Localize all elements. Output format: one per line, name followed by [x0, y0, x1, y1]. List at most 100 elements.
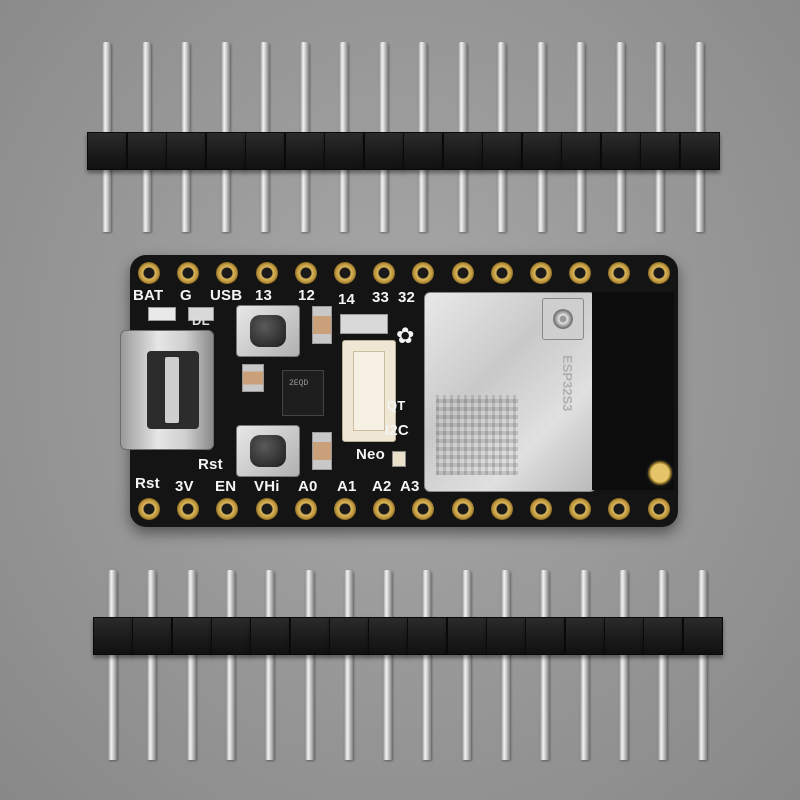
gpio-pad [490, 498, 513, 520]
header-plastic-spacer [486, 617, 526, 655]
gpio-pad [177, 262, 200, 284]
header-plastic-spacer [368, 617, 409, 655]
header-plastic-spacer [482, 132, 522, 170]
antenna-area [592, 292, 674, 490]
stemma-qt-connector [342, 340, 396, 442]
header-plastic-spacer [166, 132, 206, 170]
label-33: 33 [372, 289, 390, 306]
gpio-pad [412, 498, 435, 520]
label-14: 14 [338, 291, 356, 308]
label-dl: DL [192, 313, 210, 328]
gpio-pad [490, 262, 513, 284]
header-plastic-spacer [525, 617, 566, 655]
regulator-chip: 2EQD [282, 370, 324, 416]
label-usb: USB [210, 287, 243, 304]
header-pin [186, 570, 196, 760]
header-plastic-spacer [403, 132, 443, 170]
label-a0: A0 [298, 478, 318, 495]
gpio-pad [451, 262, 474, 284]
header-plastic-spacer [407, 617, 448, 655]
header-plastic-spacer [561, 132, 601, 170]
header-pin [618, 570, 628, 760]
gpio-pad [412, 262, 435, 284]
gpio-pad [255, 262, 278, 284]
capacitor [242, 364, 264, 392]
header-plastic-spacer [87, 132, 127, 170]
gpio-pad [294, 262, 317, 284]
gpio-pad [216, 498, 239, 520]
header-plastic-spacer [245, 132, 285, 170]
capacitor [312, 306, 332, 344]
micro-usb-port [120, 330, 214, 450]
label-qt: QT [387, 398, 406, 413]
gpio-pad [530, 498, 552, 520]
gpio-pad [138, 262, 160, 284]
header-pin [697, 570, 707, 760]
label-neo: Neo [356, 446, 385, 463]
gpio-pad [177, 498, 200, 520]
header-plastic-spacer [363, 132, 404, 170]
header-plastic-spacer [603, 617, 644, 655]
header-pin [383, 570, 393, 760]
header-plastic-spacer [446, 617, 487, 655]
header-plastic-spacer [564, 617, 605, 655]
header-pin [225, 570, 235, 760]
ic-marking: 2EQD [289, 379, 309, 388]
header-pin [540, 570, 550, 760]
tactile-button-top [236, 305, 300, 357]
label-vhi: VHi [254, 478, 280, 495]
gpio-pad [608, 498, 631, 520]
label-i2c: I2C [385, 422, 409, 439]
label-g: G [180, 287, 192, 304]
gpio-pad [216, 262, 239, 284]
gpio-pad [294, 498, 317, 520]
header-plastic-spacer [324, 132, 364, 170]
label-3v: 3V [175, 478, 194, 495]
gpio-pad [138, 498, 160, 520]
header-plastic-spacer [521, 132, 562, 170]
header-plastic-spacer [640, 132, 680, 170]
gpio-pad [373, 262, 396, 284]
label-rst: Rst [135, 475, 160, 492]
header-plastic-spacer [682, 617, 723, 655]
adafruit-flower-logo: ✿ [396, 323, 415, 348]
header-plastic-spacer [171, 617, 212, 655]
header-plastic-spacer [600, 132, 641, 170]
resistor [188, 307, 214, 321]
label-13: 13 [255, 287, 273, 304]
header-plastic-spacer [132, 617, 173, 655]
gpio-pad [530, 262, 552, 284]
header-plastic-spacer [210, 617, 251, 655]
header-plastic-spacer [289, 617, 330, 655]
neopixel-led [392, 451, 406, 467]
gpio-pad [373, 498, 396, 520]
module-marking: ESP32S3 [560, 355, 575, 412]
mounting-pad [645, 458, 675, 488]
header-pin [147, 570, 157, 760]
gpio-pad [647, 498, 670, 520]
header-pin [343, 570, 353, 760]
header-plastic-spacer [205, 132, 246, 170]
capacitor [312, 432, 332, 470]
header-plastic-spacer [126, 132, 167, 170]
label-en: EN [215, 478, 237, 495]
label-bat: BAT [133, 287, 164, 304]
header-plastic-spacer [284, 132, 325, 170]
gpio-pad [334, 498, 356, 520]
gpio-pad [569, 262, 592, 284]
header-plastic-spacer [679, 132, 720, 170]
header-pin [579, 570, 589, 760]
gpio-pad [451, 498, 474, 520]
header-pin [461, 570, 471, 760]
header-pin [658, 570, 668, 760]
header-pin [422, 570, 432, 760]
gpio-pad [647, 262, 670, 284]
gpio-pad [569, 498, 592, 520]
bottom-pin-header [0, 560, 800, 790]
header-plastic-spacer [93, 617, 133, 655]
label-a1: A1 [337, 478, 357, 495]
header-plastic-spacer [328, 617, 369, 655]
top-pin-header [0, 30, 800, 260]
header-plastic-spacer [643, 617, 684, 655]
header-pin [265, 570, 275, 760]
